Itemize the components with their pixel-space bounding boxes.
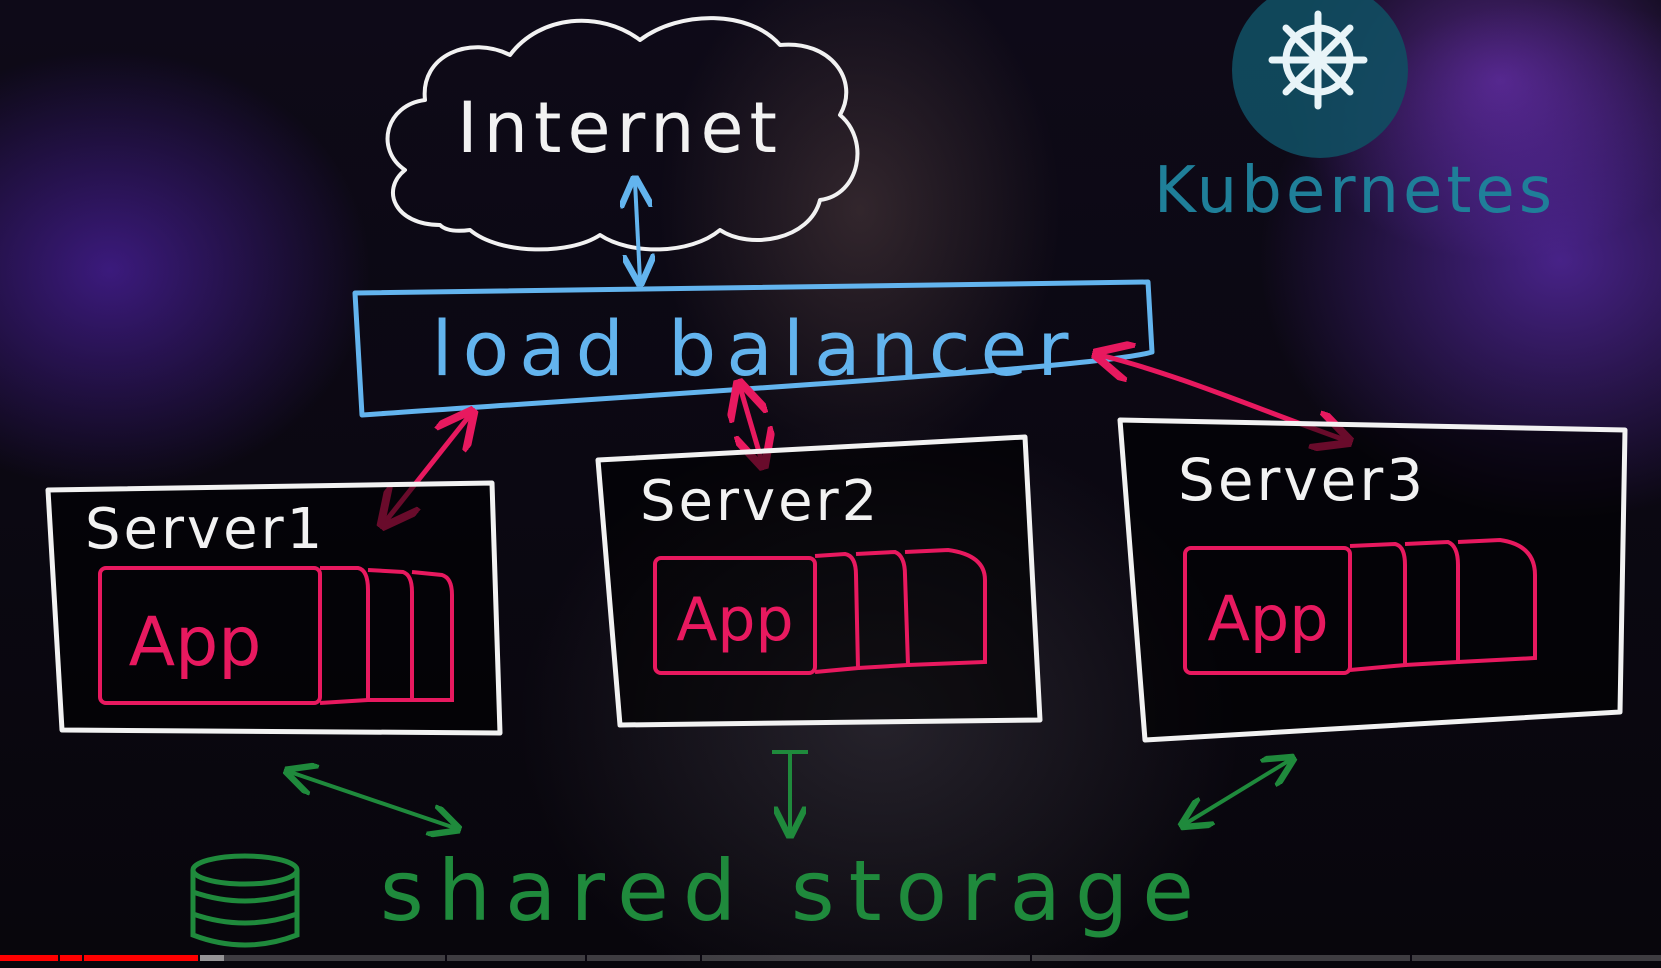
shared-storage: shared storage bbox=[190, 842, 1208, 948]
server-2-label: Server2 bbox=[640, 469, 880, 534]
chapter-marker bbox=[1410, 955, 1412, 961]
load-balancer: load balancer bbox=[352, 279, 1155, 418]
server-3: Server3 App bbox=[1117, 417, 1628, 743]
server-1-app-stack bbox=[98, 566, 454, 705]
kubernetes-logo: Kubernetes bbox=[1154, 0, 1556, 228]
internet-cloud: Internet bbox=[385, 16, 860, 252]
server-2-box bbox=[595, 434, 1043, 728]
server-3-app-label: App bbox=[1207, 582, 1328, 655]
load-balancer-label: load balancer bbox=[431, 304, 1078, 393]
server-3-app-stack bbox=[1183, 537, 1537, 675]
server-3-label: Server3 bbox=[1178, 446, 1426, 514]
cloud-icon bbox=[385, 16, 860, 252]
kubernetes-helm-icon bbox=[1268, 10, 1368, 110]
server1-storage-arrow bbox=[290, 772, 455, 828]
shared-storage-label: shared storage bbox=[380, 842, 1208, 940]
server-1-box bbox=[45, 480, 503, 736]
chapter-marker bbox=[82, 955, 84, 961]
internet-loadbalancer-arrow bbox=[635, 182, 640, 280]
server-1: Server1 App bbox=[45, 480, 503, 736]
server-1-label: Server1 bbox=[85, 497, 325, 562]
server-1-app-label: App bbox=[129, 603, 262, 682]
server3-storage-arrow bbox=[1185, 760, 1290, 824]
progress-buffered bbox=[198, 955, 224, 961]
video-progress-bar[interactable] bbox=[0, 955, 1661, 961]
internet-label: Internet bbox=[457, 87, 783, 169]
chapter-marker bbox=[58, 955, 60, 961]
kubernetes-label: Kubernetes bbox=[1154, 154, 1556, 228]
database-icon bbox=[190, 853, 300, 948]
progress-played bbox=[0, 955, 198, 961]
chapter-marker bbox=[445, 955, 447, 961]
chapter-marker bbox=[700, 955, 702, 961]
server-2-app-stack bbox=[653, 547, 987, 675]
chapter-marker bbox=[198, 955, 200, 961]
server-2: Server2 App bbox=[595, 434, 1043, 728]
chapter-marker bbox=[1030, 955, 1032, 961]
server-2-app-label: App bbox=[676, 585, 793, 655]
chapter-marker bbox=[585, 955, 587, 961]
